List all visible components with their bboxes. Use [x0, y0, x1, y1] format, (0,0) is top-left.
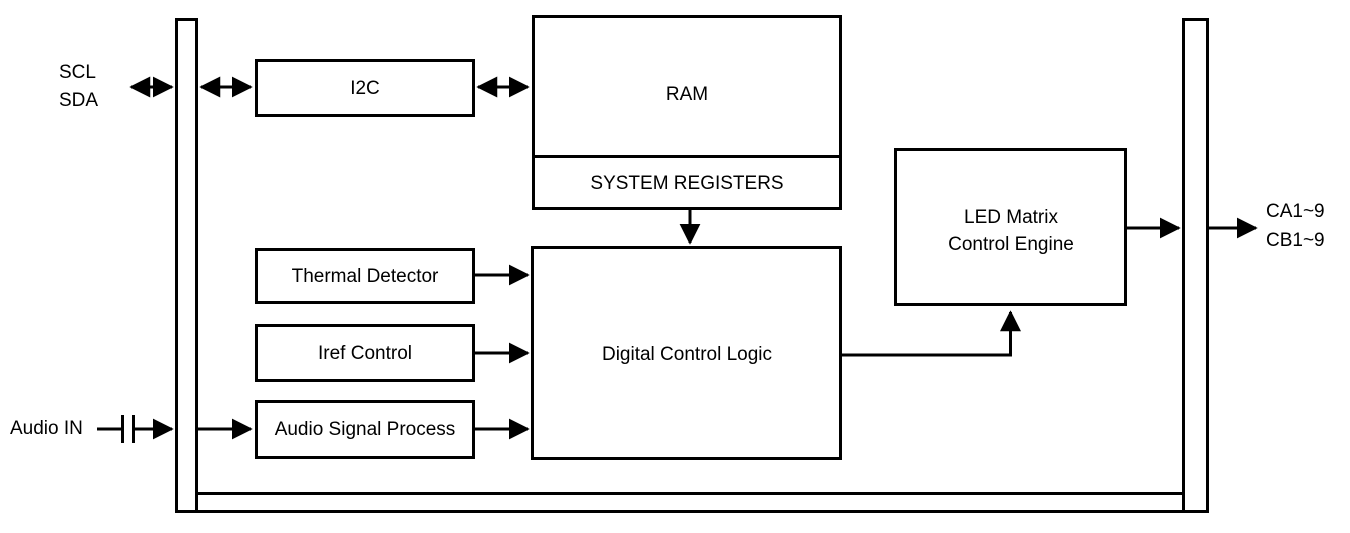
block-iref-control: Iref Control — [255, 324, 475, 382]
block-audio-signal-process-rect — [255, 400, 475, 459]
block-ram-label: RAM — [666, 84, 708, 105]
block-system-registers: SYSTEM REGISTERS — [532, 155, 842, 210]
block-ram: RAM — [532, 15, 842, 158]
block-ram-rect — [532, 15, 842, 158]
block-i2c-label: I2C — [350, 78, 380, 99]
block-audio-signal-process-label: Audio Signal Process — [275, 419, 456, 440]
block-i2c-rect — [255, 59, 475, 117]
port-label-sda: SDA — [59, 90, 98, 111]
block-system-registers-rect — [532, 155, 842, 210]
block-led-matrix-control-engine-label-line1: LED Matrix — [964, 207, 1058, 228]
block-audio-signal-process: Audio Signal Process — [255, 400, 475, 459]
port-label-audio-in: Audio IN — [10, 418, 83, 439]
block-thermal-detector-label: Thermal Detector — [292, 266, 439, 287]
block-digital-control-logic-label: Digital Control Logic — [602, 344, 772, 365]
connector-digital-logic-to-led-engine — [841, 310, 1021, 357]
block-thermal-detector: Thermal Detector — [255, 248, 475, 304]
outer-return-bus-path — [175, 493, 1209, 513]
block-iref-control-label: Iref Control — [318, 343, 412, 364]
left-io-bus — [175, 18, 198, 513]
right-io-bus — [1182, 18, 1209, 513]
port-label-cb: CB1~9 — [1266, 230, 1325, 251]
block-led-matrix-control-engine-rect — [894, 148, 1127, 306]
block-led-matrix-control-engine: LED Matrix Control Engine — [894, 148, 1127, 306]
block-iref-control-rect — [255, 324, 475, 382]
inner-return-bus-path — [195, 463, 1185, 495]
port-label-scl: SCL — [59, 62, 96, 83]
block-system-registers-label: SYSTEM REGISTERS — [590, 173, 783, 194]
block-i2c: I2C — [255, 59, 475, 117]
port-label-ca: CA1~9 — [1266, 201, 1325, 222]
block-digital-control-logic: Digital Control Logic — [531, 246, 842, 460]
block-digital-control-logic-rect — [531, 246, 842, 460]
block-led-matrix-control-engine-label-line2: Control Engine — [948, 234, 1074, 255]
